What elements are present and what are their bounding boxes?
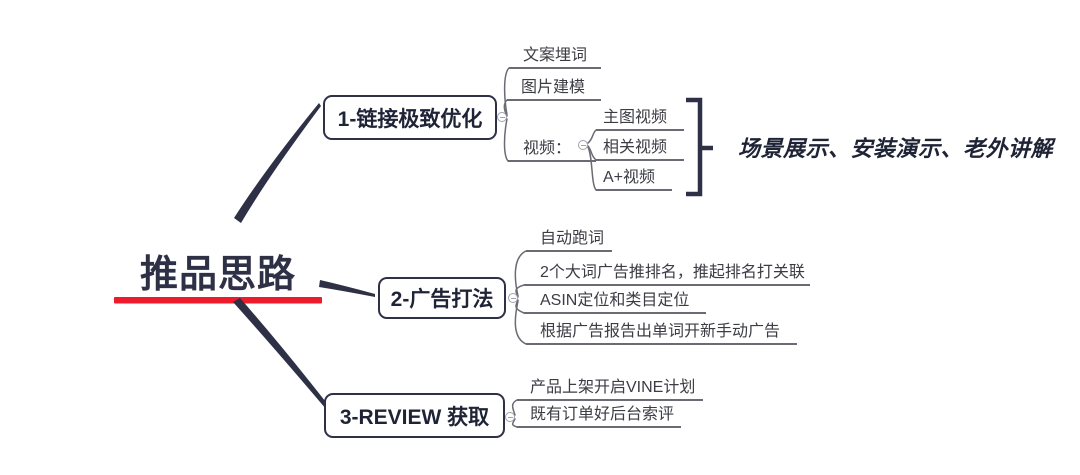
subtopic-asin-category-targeting[interactable]: ASIN定位和类目定位 <box>524 290 706 314</box>
branch-topic-review-acquisition[interactable]: 3-REVIEW 获取 <box>324 393 505 438</box>
root-red-underline <box>114 297 322 304</box>
branch-topic-label: 1-链接极致优化 <box>337 107 483 131</box>
subtopic-related-video[interactable]: 相关视频 <box>596 137 684 161</box>
connector-root-branch3 <box>233 298 329 409</box>
subtopic-report-manual-ads[interactable]: 根据广告报告出单词开新手动广告 <box>526 321 797 345</box>
child-connectors <box>503 67 597 428</box>
connector-root-branch1 <box>234 103 321 223</box>
subtopic-aplus-video[interactable]: A+视频 <box>596 167 672 191</box>
root-topic[interactable]: 推品思路 <box>140 254 297 296</box>
subtopic-backend-review-request[interactable]: 既有订单好后台索评 <box>517 404 681 428</box>
collapse-toggle-branch2[interactable] <box>508 293 518 303</box>
branch-topic-label: 3-REVIEW 获取 <box>339 405 490 429</box>
subtopic-image-modeling[interactable]: 图片建模 <box>507 77 601 101</box>
subtopic-copy-keywords[interactable]: 文案埋词 <box>509 45 601 69</box>
subtopic-bigword-ads-ranking[interactable]: 2个大词广告推排名，推起排名打关联 <box>524 262 810 286</box>
collapse-toggle-branch1[interactable] <box>497 112 507 122</box>
root-connectors <box>233 103 375 409</box>
subtopic-vine-plan[interactable]: 产品上架开启VINE计划 <box>517 377 703 401</box>
annotation-note[interactable]: 场景展示、安装演示、老外讲解 <box>738 136 1054 161</box>
grouping-bracket <box>686 97 713 197</box>
collapse-toggle-video[interactable] <box>578 140 588 150</box>
branch-topic-link-optimization[interactable]: 1-链接极致优化 <box>323 95 497 140</box>
branch-topic-ad-tactics[interactable]: 2-广告打法 <box>378 277 506 319</box>
collapse-toggle-branch3[interactable] <box>505 412 515 422</box>
connector-root-branch2 <box>319 280 375 297</box>
subtopic-auto-run-keywords[interactable]: 自动跑词 <box>526 228 612 252</box>
subtopic-main-image-video[interactable]: 主图视频 <box>596 107 684 131</box>
branch-topic-label: 2-广告打法 <box>390 288 494 311</box>
subtopic-video[interactable]: 视频： <box>508 138 596 162</box>
